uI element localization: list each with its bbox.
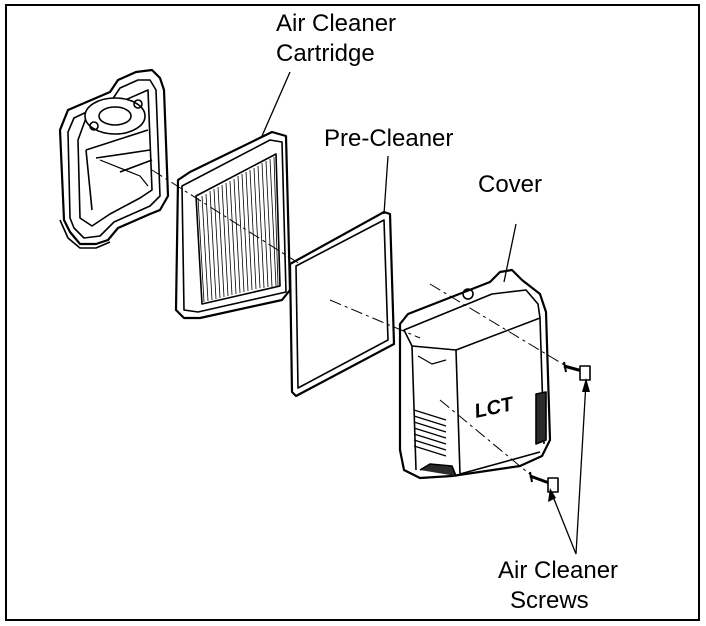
label-cover: Cover <box>478 171 543 198</box>
assembly-centerlines <box>151 169 567 477</box>
pre-cleaner <box>288 210 396 398</box>
label-air-cleaner-cartridge-line2: Cartridge <box>276 40 375 67</box>
leader-lines <box>261 71 587 555</box>
air-cleaner-base <box>58 68 170 249</box>
leader-arrowheads <box>548 378 590 502</box>
label-air-cleaner-screws-line2: Screws <box>510 587 589 614</box>
air-cleaner-cartridge <box>174 130 292 320</box>
air-cleaner-screw-upper <box>563 361 591 381</box>
air-cleaner-cover <box>398 268 552 480</box>
air-cleaner-screw-lower <box>529 471 559 493</box>
label-air-cleaner-cartridge-line1: Air Cleaner <box>276 10 397 37</box>
label-pre-cleaner: Pre-Cleaner <box>324 125 454 152</box>
label-air-cleaner-screws-line1: Air Cleaner <box>498 557 619 584</box>
